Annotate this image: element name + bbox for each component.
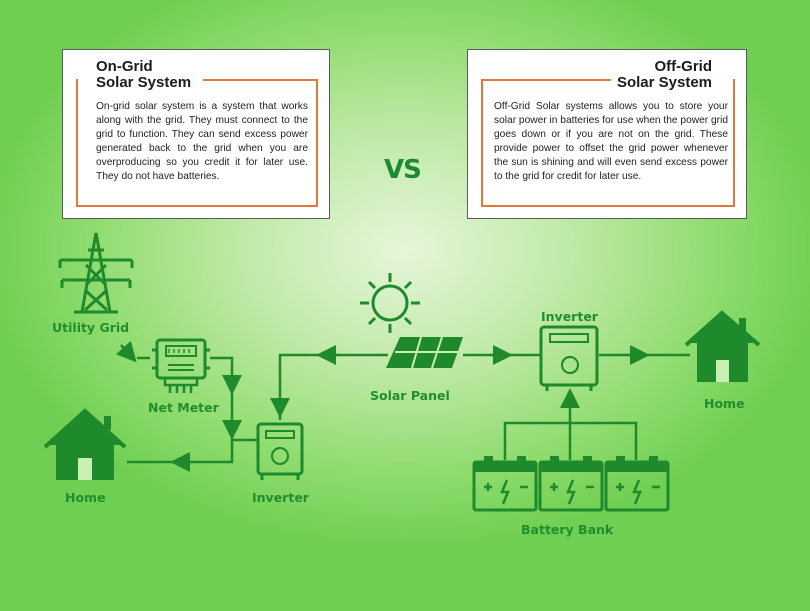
home-left-label: Home (65, 490, 106, 505)
off-grid-card-topline (481, 79, 611, 81)
battery-bank-label: Battery Bank (521, 522, 614, 537)
sun-icon (360, 273, 420, 333)
net-meter-label: Net Meter (148, 400, 219, 415)
on-grid-title-line2: Solar System (96, 74, 196, 91)
off-grid-card-frame (481, 79, 735, 207)
vs-label: VS (384, 155, 422, 185)
home-right-icon (684, 310, 761, 382)
home-right-label: Home (704, 396, 745, 411)
inverter-right-icon (539, 325, 599, 391)
solar-panel-label: Solar Panel (370, 388, 450, 403)
battery-1-icon (472, 456, 538, 512)
inverter-left-icon (256, 422, 304, 480)
on-grid-title-line1: On-Grid (96, 58, 153, 75)
off-grid-title-line2: Solar System (612, 74, 712, 91)
on-grid-card: On-Grid Solar System On-grid solar syste… (62, 49, 330, 219)
transmission-tower-icon (58, 232, 134, 314)
utility-grid-label: Utility Grid (52, 320, 130, 335)
on-grid-card-frame (76, 79, 318, 207)
off-grid-description: Off-Grid Solar systems allows you to sto… (494, 101, 728, 182)
battery-3-icon (604, 456, 670, 512)
inverter-right-label: Inverter (541, 309, 598, 324)
solar-panel-icon (386, 336, 463, 369)
on-grid-description: On-grid solar system is a system that wo… (96, 101, 308, 182)
battery-2-icon (538, 456, 604, 512)
off-grid-title-line1: Off-Grid (654, 58, 713, 75)
inverter-left-label: Inverter (252, 490, 309, 505)
on-grid-card-topline (203, 79, 316, 81)
home-left-icon (43, 408, 127, 480)
net-meter-icon (152, 338, 210, 393)
off-grid-card: Off-Grid Solar System Off-Grid Solar sys… (467, 49, 747, 219)
